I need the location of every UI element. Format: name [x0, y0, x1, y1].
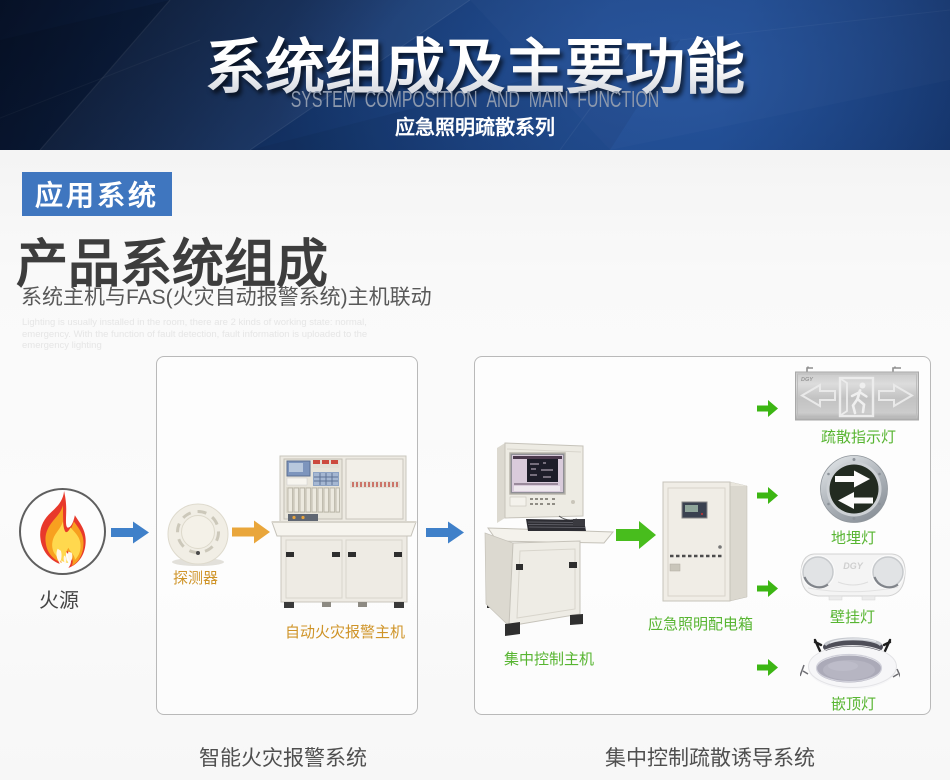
svg-text:DGY: DGY: [801, 377, 814, 383]
svg-text:DGY: DGY: [843, 561, 864, 571]
